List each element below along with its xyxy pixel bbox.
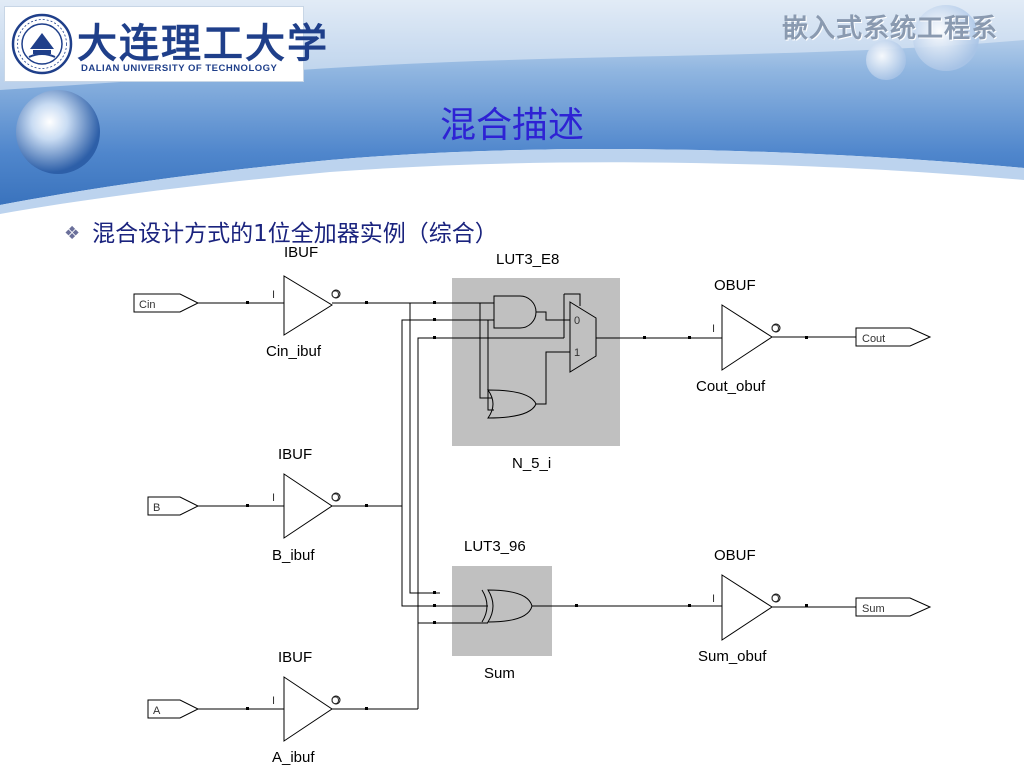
bullet-item: ❖ 混合设计方式的1位全加器实例（综合） — [64, 214, 498, 248]
pin-label: O — [331, 289, 340, 301]
cout-obuf-symbol — [721, 304, 773, 371]
port-sum-label: Sum — [862, 603, 885, 615]
pin-label: O — [331, 492, 340, 504]
department-name: 嵌入式系统工程系 — [781, 14, 998, 44]
or-gate-symbol — [487, 389, 537, 419]
sum-obuf-symbol — [721, 574, 773, 641]
bullet-text: 混合设计方式的1位全加器实例（综合） — [92, 221, 498, 247]
b-ibuf-symbol — [283, 473, 333, 539]
diamond-bullet-icon: ❖ — [64, 223, 81, 244]
lut3-96-instance: Sum — [484, 665, 515, 682]
university-logo: 大连理工大学 DALIAN UNIVERSITY OF TECHNOLOGY — [4, 6, 327, 82]
b-ibuf-type: IBUF — [278, 446, 312, 463]
university-seal-icon — [11, 13, 73, 75]
mux-pin-label: 1 — [574, 347, 580, 359]
a-ibuf-symbol — [283, 676, 333, 742]
cin-ibuf-symbol — [283, 275, 333, 336]
b-ibuf-instance: B_ibuf — [272, 547, 315, 564]
pin-label: I — [272, 695, 275, 707]
port-cin — [133, 293, 200, 313]
a-ibuf-instance: A_ibuf — [272, 749, 315, 766]
pin-label: O — [331, 695, 340, 707]
port-a-label: A — [153, 705, 161, 717]
university-name-cn: 大连理工大学 — [77, 20, 329, 67]
lut3-96-type: LUT3_96 — [464, 538, 526, 555]
xor-gate-symbol — [487, 589, 533, 623]
and-gate-symbol — [493, 295, 537, 329]
a-ibuf-type: IBUF — [278, 649, 312, 666]
port-b — [147, 496, 200, 516]
pin-label: I — [712, 593, 715, 605]
pin-label: I — [272, 289, 275, 301]
slide-title: 混合描述 — [439, 105, 584, 146]
university-name-en: DALIAN UNIVERSITY OF TECHNOLOGY — [81, 63, 278, 74]
lut3-e8-instance: N_5_i — [512, 455, 551, 472]
decorative-sphere-icon — [16, 90, 100, 174]
cin-ibuf-type: IBUF — [284, 244, 318, 261]
pin-label: O — [771, 593, 780, 605]
sum-obuf-instance: Sum_obuf — [698, 648, 767, 665]
sum-obuf-type: OBUF — [714, 547, 756, 564]
port-cout-label: Cout — [862, 333, 885, 345]
port-cout — [855, 327, 932, 347]
pin-label: I — [712, 323, 715, 335]
port-sum — [855, 597, 932, 617]
port-b-label: B — [153, 502, 160, 514]
lut3-e8-type: LUT3_E8 — [496, 251, 559, 268]
mux-pin-label: 0 — [574, 315, 580, 327]
cout-obuf-type: OBUF — [714, 277, 756, 294]
cin-ibuf-instance: Cin_ibuf — [266, 343, 322, 360]
port-cin-label: Cin — [139, 299, 156, 311]
port-a — [147, 699, 200, 719]
mux-symbol — [569, 301, 597, 373]
pin-label: O — [771, 323, 780, 335]
pin-label: I — [272, 492, 275, 504]
cout-obuf-instance: Cout_obuf — [696, 378, 766, 395]
